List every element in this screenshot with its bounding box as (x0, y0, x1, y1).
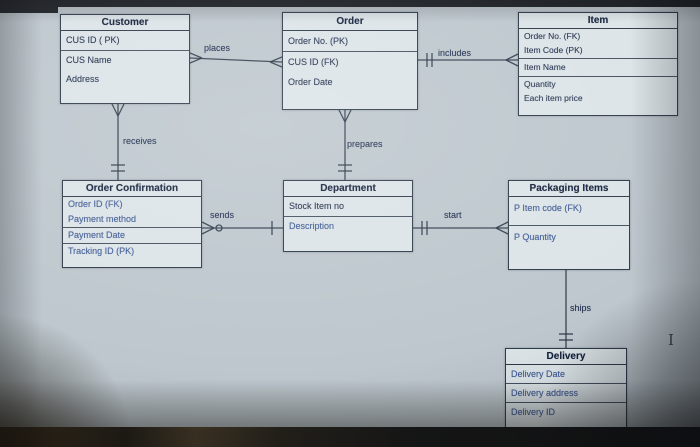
entity-department-title: Department (284, 181, 412, 197)
entity-department-attr-stock: Stock Item no (284, 197, 412, 217)
entity-order-confirmation[interactable]: Order Confirmation Order ID (FK) Payment… (62, 180, 202, 268)
relationship-label-prepares: prepares (347, 139, 383, 149)
photo-edge-bottom (0, 427, 700, 447)
relationship-label-sends: sends (210, 210, 235, 220)
entity-department-attr-description: Description (289, 221, 335, 231)
connector-sends (201, 221, 283, 235)
entity-order-attr-pk: Order No. (PK) (283, 31, 417, 52)
entity-item-attr-orderno: Order No. (FK) (524, 31, 581, 41)
entity-packaging-items-attr-quantity: P Quantity (514, 232, 556, 242)
entity-item-attr-quantity: Quantity (524, 79, 556, 89)
entity-order-confirmation-title: Order Confirmation (63, 181, 201, 197)
relationship-label-includes: includes (438, 48, 472, 58)
entity-order-confirmation-attr-method: Payment method (63, 212, 201, 228)
connector-start (413, 221, 509, 235)
entity-order-confirmation-attr-date: Payment Date (63, 228, 201, 244)
entity-department[interactable]: Department Stock Item no Description (283, 180, 413, 252)
entity-customer-title: Customer (61, 15, 189, 31)
entity-order-attr-cusid: CUS ID (FK) (288, 57, 339, 67)
entity-delivery[interactable]: Delivery Delivery Date Delivery address … (505, 348, 627, 434)
entity-order[interactable]: Order Order No. (PK) CUS ID (FK) Order D… (282, 12, 418, 110)
relationship-label-start: start (444, 210, 462, 220)
entity-delivery-attr-address: Delivery address (506, 384, 626, 403)
entity-customer-attr-pk: CUS ID ( PK) (61, 31, 189, 51)
entity-order-confirmation-attr-orderid: Order ID (FK) (68, 199, 123, 209)
entity-item-title: Item (519, 13, 677, 29)
photo-corner-top-left (0, 0, 58, 13)
entity-delivery-attr-date: Delivery Date (506, 365, 626, 384)
entity-packaging-items-attr-code: P Item code (FK) (509, 197, 629, 226)
entity-item-attr-name: Item Name (519, 59, 677, 77)
entity-customer-attr-name: CUS Name (66, 55, 112, 65)
entity-order-confirmation-attr-tracking: Tracking ID (PK) (68, 246, 135, 256)
relationship-label-receives: receives (123, 136, 157, 146)
entity-order-attr-date: Order Date (288, 77, 333, 87)
entity-customer-attr-address: Address (66, 74, 100, 84)
entity-item-attr-price: Each item price (524, 93, 583, 103)
photo-edge-top (0, 0, 700, 7)
connector-places (189, 52, 283, 68)
entity-item-attr-code: Item Code (PK) (519, 43, 677, 59)
relationship-label-places: places (204, 43, 231, 53)
entity-packaging-items[interactable]: Packaging Items P Item code (FK) P Quant… (508, 180, 630, 270)
text-cursor-icon: I (668, 331, 674, 349)
relationship-label-ships: ships (570, 303, 592, 313)
entity-order-title: Order (283, 13, 417, 31)
entity-item[interactable]: Item Order No. (FK) Item Code (PK) Item … (518, 12, 678, 116)
entity-packaging-items-title: Packaging Items (509, 181, 629, 197)
entity-customer[interactable]: Customer CUS ID ( PK) CUS Name Address (60, 14, 190, 104)
entity-delivery-attr-id: Delivery ID (511, 407, 556, 417)
entity-delivery-title: Delivery (506, 349, 626, 365)
